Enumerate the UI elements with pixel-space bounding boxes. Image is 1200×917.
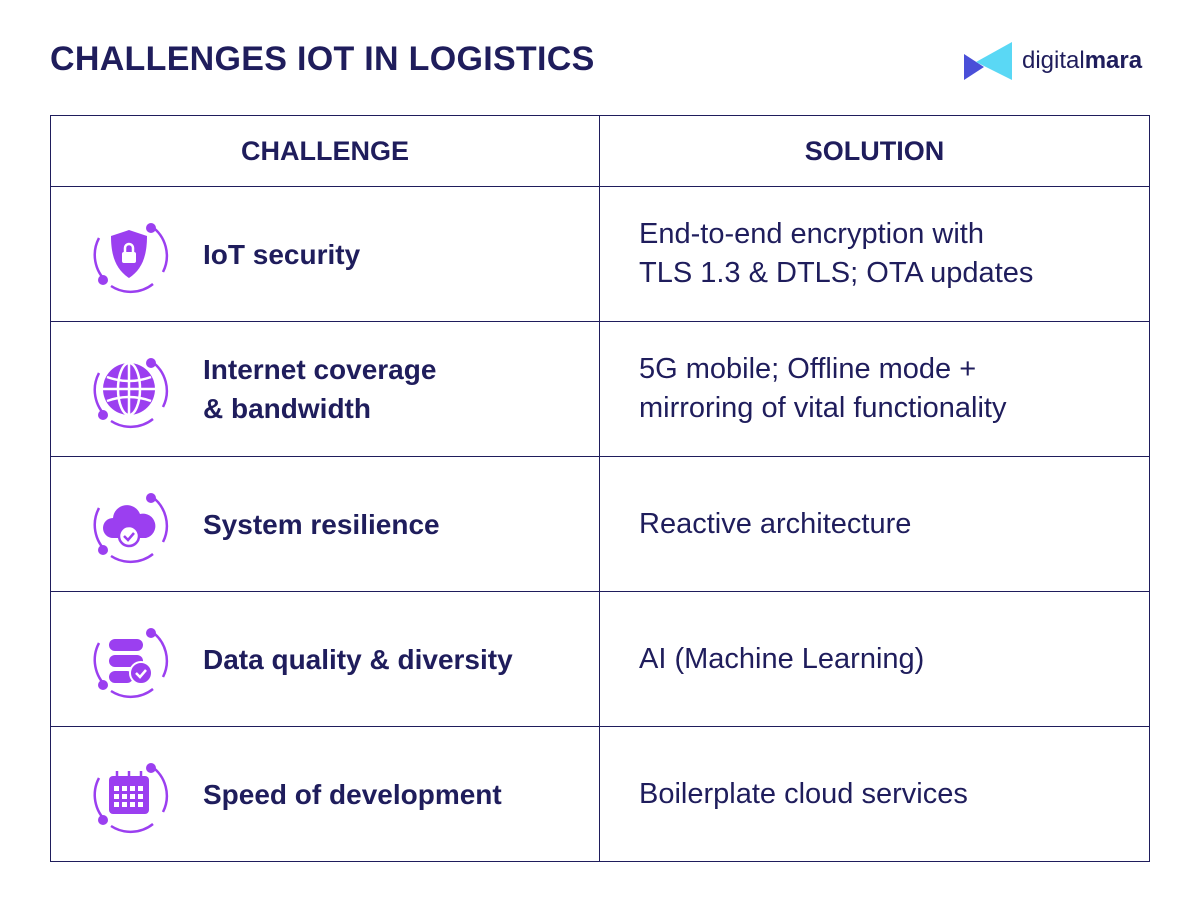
challenge-cell: Speed of development [50,726,600,862]
logo-icon [964,42,1012,80]
challenge-cell: System resilience [50,456,600,592]
solution-label: Boilerplate cloud services [639,777,968,810]
solution-label: End-to-end encryption with TLS 1.3 & DTL… [639,218,1034,289]
solution-cell: End-to-end encryption with TLS 1.3 & DTL… [599,186,1150,322]
challenge-label: Speed of development [203,778,502,810]
solution-label: Reactive architecture [639,507,912,540]
challenges-table: CHALLENGE SOLUTION IoT security End-to-e… [50,115,1150,862]
header-solution: SOLUTION [599,115,1150,187]
table-row: System resilience Reactive architecture [50,456,1150,592]
challenge-cell: Data quality & diversity [50,591,600,727]
logo: digitalmara [962,40,1142,82]
solution-label: AI (Machine Learning) [639,642,925,675]
challenge-label: Internet coverage & bandwidth [203,354,437,424]
solution-cell: 5G mobile; Offline mode + mirroring of v… [599,321,1150,457]
solution-cell: AI (Machine Learning) [599,591,1150,727]
table-row: Data quality & diversity AI (Machine Lea… [50,591,1150,727]
table-row: Speed of development Boilerplate cloud s… [50,726,1150,862]
table-header-row: CHALLENGE SOLUTION [50,115,1150,187]
page-title: CHALLENGES IOT IN LOGISTICS [50,40,595,78]
calendar-icon [93,763,169,834]
table-row: Internet coverage & bandwidth 5G mobile;… [50,321,1150,457]
database-check-icon [93,628,169,699]
cloud-check-icon [93,493,169,564]
challenge-cell: IoT security [50,186,600,322]
challenge-label: Data quality & diversity [203,643,513,675]
challenge-label: IoT security [203,238,361,270]
shield-lock-icon [93,223,169,294]
logo-text: digitalmara [1022,47,1143,74]
solution-cell: Reactive architecture [599,456,1150,592]
challenge-cell: Internet coverage & bandwidth [50,321,600,457]
solution-cell: Boilerplate cloud services [599,726,1150,862]
table-row: IoT security End-to-end encryption with … [50,186,1150,322]
globe-icon [93,358,169,429]
challenge-label: System resilience [203,508,440,540]
solution-label: 5G mobile; Offline mode + mirroring of v… [639,353,1007,424]
header-challenge: CHALLENGE [50,115,600,187]
